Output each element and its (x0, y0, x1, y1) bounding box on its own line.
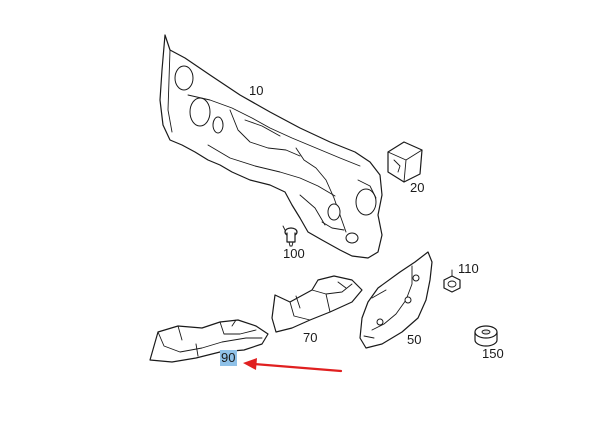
center-insulation-mat-part[interactable] (271, 275, 363, 333)
lower-insulation-part[interactable] (149, 319, 269, 363)
label-part-150: 150 (482, 346, 504, 361)
cube-damper-part[interactable] (387, 141, 423, 183)
fastener-part[interactable] (443, 269, 461, 293)
label-part-50: 50 (407, 332, 421, 347)
grommet-part[interactable] (474, 325, 498, 347)
label-90-highlight (220, 350, 237, 366)
label-part-10: 10 (249, 83, 263, 98)
firewall-panel-part[interactable] (159, 34, 383, 259)
label-part-70: 70 (303, 330, 317, 345)
label-part-100: 100 (283, 246, 305, 261)
label-part-20: 20 (410, 180, 424, 195)
push-clip-part[interactable] (282, 225, 298, 247)
pointer-arrow (243, 358, 343, 373)
label-part-90: 90 (221, 350, 235, 365)
side-insulation-panel-part[interactable] (359, 251, 433, 349)
label-part-110: 110 (458, 261, 479, 276)
